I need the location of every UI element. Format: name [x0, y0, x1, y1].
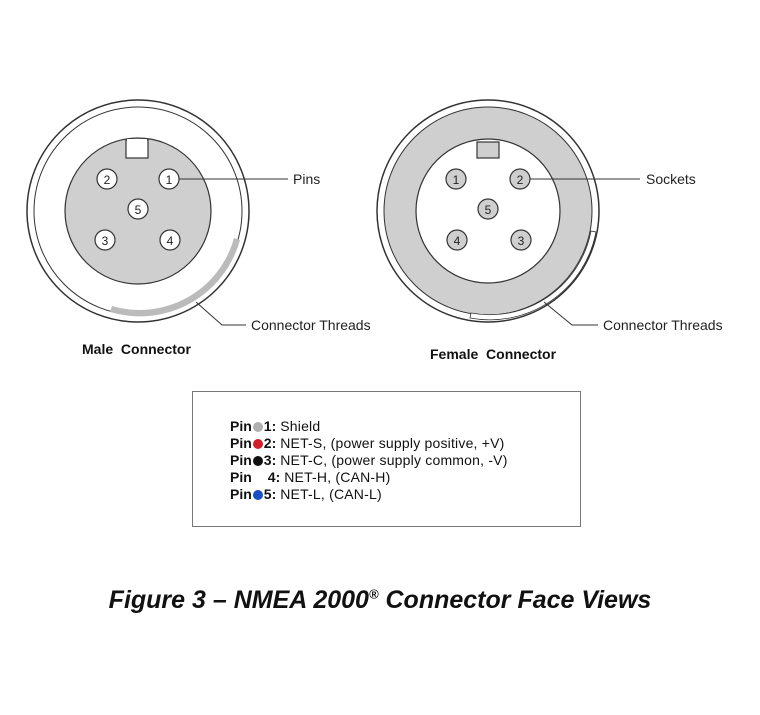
female-connector-title: Female Connector [430, 346, 557, 362]
female-socket-4: 4 [446, 229, 468, 251]
legend-row-pin-5: Pin 5: NET-L, (CAN-L) [230, 486, 508, 503]
male-pin-2-label: 2 [104, 173, 111, 187]
legend-pin-number: 2: [263, 435, 277, 451]
female-socket-1-label: 1 [453, 173, 460, 187]
legend-pin-word: Pin [230, 452, 252, 468]
legend-pin-desc: NET-S, (power supply positive, +V) [280, 435, 505, 451]
female-socket-5: 5 [477, 198, 499, 220]
pin-legend-list: Pin 1: Shield Pin 2: NET-S, (power suppl… [230, 418, 508, 503]
legend-pin-number: 1: [263, 418, 277, 434]
female-sockets-label: Sockets [646, 171, 696, 187]
connector-diagram: 1 2 3 4 5 Pins Connector Threads Male Co… [26, 99, 723, 362]
female-socket-4-label: 4 [454, 234, 461, 248]
legend-row-pin-4: Pin 4: NET-H, (CAN-H) [230, 469, 508, 486]
female-socket-3: 3 [510, 229, 532, 251]
legend-row-pin-1: Pin 1: Shield [230, 418, 508, 435]
male-connector: 1 2 3 4 5 Pins Connector Threads Male Co… [26, 99, 371, 357]
female-threads-leader [543, 301, 598, 326]
male-pins-label: Pins [293, 171, 320, 187]
pin-legend-box: Pin 1: Shield Pin 2: NET-S, (power suppl… [192, 391, 581, 527]
legend-pin-number: 3: [263, 452, 277, 468]
figure-caption-text: Figure 3 – NMEA 2000 [108, 586, 369, 614]
female-socket-2: 2 [509, 168, 531, 190]
legend-pin-desc: NET-C, (power supply common, -V) [280, 452, 508, 468]
legend-pin-desc: NET-L, (CAN-L) [280, 486, 382, 502]
male-pin-4: 4 [159, 229, 181, 251]
legend-pin-word: Pin [230, 435, 252, 451]
legend-pin-1-dot [252, 421, 263, 432]
male-pin-1-label: 1 [166, 173, 173, 187]
female-socket-5-label: 5 [485, 203, 492, 217]
legend-pin-2-dot [252, 438, 263, 449]
female-socket-3-label: 3 [518, 234, 525, 248]
male-pin-4-label: 4 [167, 234, 174, 248]
legend-pin-word: Pin [230, 469, 252, 485]
male-pin-5: 5 [127, 198, 149, 220]
female-thread-arc [469, 230, 597, 321]
figure-caption-suffix: Connector Face Views [378, 586, 652, 614]
male-threads-leader [195, 301, 246, 326]
male-connector-title: Male Connector [82, 341, 191, 357]
female-connector: 1 2 3 4 5 Sockets Connector Threads Fema… [376, 99, 723, 362]
legend-pin-desc: NET-H, (CAN-H) [284, 469, 391, 485]
female-socket-1: 1 [445, 168, 467, 190]
female-key-notch [476, 141, 500, 159]
legend-pin-number: 4: [267, 469, 281, 485]
registered-mark: ® [368, 586, 379, 602]
legend-pin-5-dot [252, 489, 263, 500]
legend-row-pin-3: Pin 3: NET-C, (power supply common, -V) [230, 452, 508, 469]
legend-pin-word: Pin [230, 418, 252, 434]
legend-pin-3-dot [252, 455, 263, 466]
figure-caption: Figure 3 – NMEA 2000® Connector Face Vie… [0, 586, 760, 615]
male-threads-label: Connector Threads [251, 317, 371, 333]
male-pin-1: 1 [158, 168, 180, 190]
female-socket-2-label: 2 [517, 173, 524, 187]
legend-row-pin-2: Pin 2: NET-S, (power supply positive, +V… [230, 435, 508, 452]
legend-pin-desc: Shield [280, 418, 321, 434]
legend-pin-4-dot [253, 473, 267, 483]
male-thread-arc [110, 238, 240, 317]
legend-pin-word: Pin [230, 486, 252, 502]
male-pin-3: 3 [94, 229, 116, 251]
male-pin-2: 2 [96, 168, 118, 190]
female-threads-label: Connector Threads [603, 317, 723, 333]
male-pin-3-label: 3 [102, 234, 109, 248]
male-pin-5-label: 5 [135, 203, 142, 217]
legend-pin-number: 5: [263, 486, 277, 502]
